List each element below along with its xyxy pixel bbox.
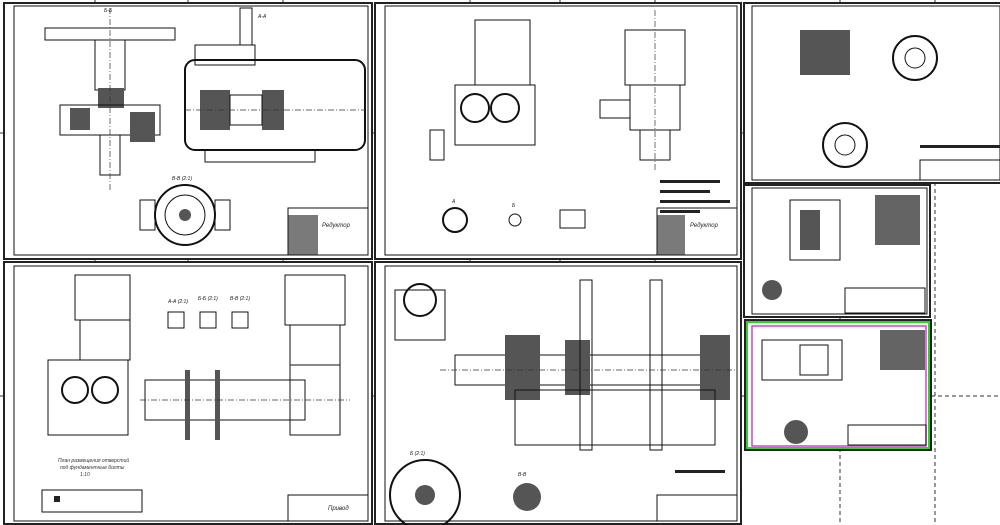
sheet-detail-1[interactable] — [743, 2, 1000, 184]
title-block-name: Привод — [328, 506, 349, 512]
selection-outline-inner — [746, 321, 930, 449]
view-label: Б — [512, 203, 516, 209]
view-label: Б-Б — [104, 8, 113, 14]
detail-views: А Б — [442, 199, 586, 233]
view-label: А-А (2:1) — [167, 299, 188, 305]
drive-shaft-view — [140, 274, 350, 440]
note-line: под фундаментные болты — [60, 465, 125, 471]
view-label: В-В (2:1) — [172, 176, 192, 182]
note-line: План размещения отверстий — [58, 457, 129, 464]
title-block-name: Редуктор — [322, 223, 351, 229]
view-label: В-В (2:1) — [230, 296, 250, 302]
sheet-selected[interactable] — [744, 319, 932, 451]
bearing-housing-view — [394, 283, 446, 341]
front-view — [429, 19, 536, 161]
sheet-reducer-general[interactable]: А Б Редуктор — [374, 2, 742, 260]
view-label: Б (2:1) — [410, 451, 425, 457]
drive-side-view — [47, 274, 131, 436]
shaft-section-view — [440, 279, 735, 451]
foundation-note: План размещения отверстий под фундаментн… — [41, 457, 143, 513]
technical-notes — [660, 180, 730, 213]
section-views: А-А (2:1) Б-Б (2:1) В-В (2:1) — [167, 296, 250, 329]
title-block: Редуктор — [656, 207, 738, 256]
selection-outline-outer — [751, 325, 927, 447]
sheet-reducer-assembly[interactable]: В-В (2:1) Б-Б А-А Редуктор — [3, 2, 373, 260]
horizontal-section-view — [184, 7, 366, 163]
sheet-detail-2[interactable] — [743, 184, 931, 318]
side-view — [599, 10, 686, 170]
sheet-drive-general[interactable]: А-А (2:1) Б-Б (2:1) В-В (2:1) План разме… — [3, 261, 373, 525]
view-label: В-В — [518, 472, 527, 478]
view-label: Б-Б (2:1) — [198, 296, 218, 302]
title-block: Привод — [287, 494, 369, 522]
gear-detail-view: Б (2:1) В-В — [389, 451, 541, 525]
title-block-name: Редуктор — [690, 223, 719, 229]
sheet-shaft-assembly[interactable]: Б (2:1) В-В — [374, 261, 742, 525]
note-line: 1:10 — [80, 472, 90, 478]
view-label: А-А — [257, 14, 267, 20]
title-block: Редуктор — [287, 207, 369, 256]
flange-view: В-В (2:1) — [139, 176, 231, 246]
view-label: А — [451, 199, 456, 205]
title-block — [656, 470, 738, 522]
vertical-section-view — [44, 8, 176, 190]
